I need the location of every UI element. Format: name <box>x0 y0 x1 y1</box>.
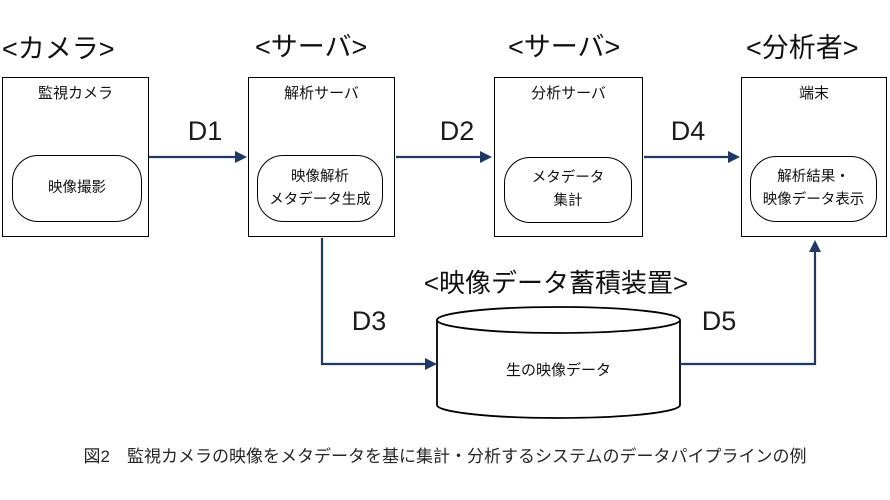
storage-cylinder <box>436 306 681 419</box>
process-node-line: メタデータ生成 <box>269 191 371 208</box>
box-title-analysis-server: 解析サーバ <box>284 85 359 102</box>
box-title-terminal: 端末 <box>798 85 829 102</box>
flow-label-d3: D3 <box>351 306 387 336</box>
actor-label-camera: <カメラ> <box>2 34 115 64</box>
storage-bracket-label: <映像データ蓄積装置> <box>423 268 689 298</box>
box-title-surveillance-camera: 監視カメラ <box>37 85 113 102</box>
process-node-line: メタデータ <box>531 170 605 186</box>
flow-arrow-d5 <box>680 240 821 366</box>
process-node-line: 解析結果・ <box>777 169 850 185</box>
flow-label-d5: D5 <box>701 306 737 336</box>
actor-label-server-1: <サーバ> <box>255 32 368 62</box>
process-node-line: 映像撮影 <box>48 180 106 196</box>
flow-label-d4: D4 <box>670 116 706 146</box>
process-node-video-analysis: 映像解析 メタデータ生成 <box>257 155 383 222</box>
flow-label-d2: D2 <box>439 116 475 146</box>
process-node-video-capture: 映像撮影 <box>12 155 142 222</box>
flow-arrow-d3 <box>320 238 437 370</box>
figure-caption: 図2 監視カメラの映像をメタデータを基に集計・分析するシステムのデータパイプライ… <box>83 447 807 466</box>
storage-cylinder-label: 生の映像データ <box>505 362 611 379</box>
process-node-line: 映像データ表示 <box>762 192 865 208</box>
flow-arrow-d2 <box>396 151 492 163</box>
actor-label-server-2: <サーバ> <box>508 32 621 62</box>
flow-label-d1: D1 <box>187 116 223 146</box>
actor-label-analyst: <分析者> <box>746 33 859 63</box>
box-title-analytics-server: 分析サーバ <box>531 85 606 102</box>
process-node-result-display: 解析結果・ 映像データ表示 <box>750 156 877 222</box>
process-node-metadata-aggregation: メタデータ 集計 <box>504 157 632 223</box>
flow-arrow-d4 <box>644 151 740 163</box>
flow-arrow-d1 <box>149 151 247 163</box>
process-node-line: 映像解析 <box>291 168 349 185</box>
process-node-line: 集計 <box>553 193 583 209</box>
